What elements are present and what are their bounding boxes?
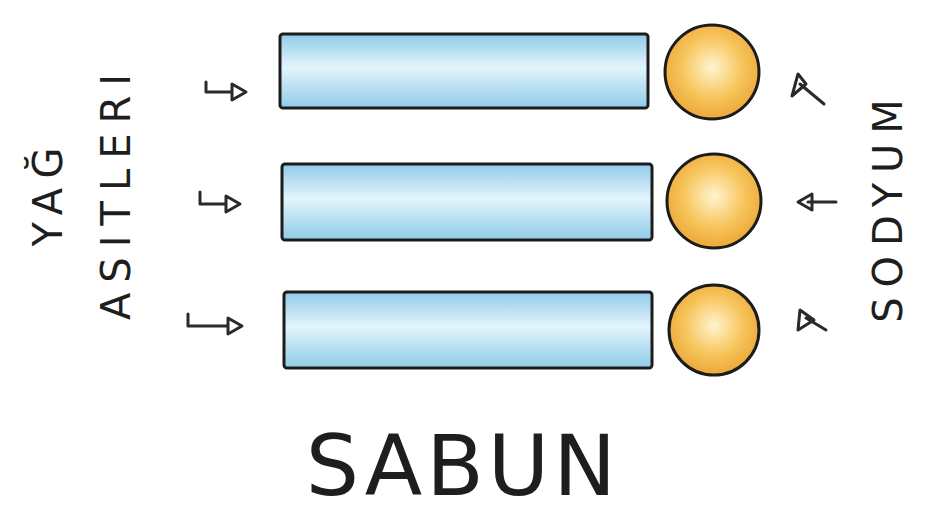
sodium-head (665, 25, 761, 375)
pointer-arrow (200, 192, 240, 212)
diagram-title: SABUN (306, 424, 620, 508)
fatty-acid-chain (280, 34, 648, 108)
sodium-head (665, 25, 759, 119)
fatty-acids-label: YAĞ ASITLERI (14, 64, 150, 320)
pointer-arrow (798, 194, 836, 210)
fatty-acid-chain (280, 34, 652, 368)
fatty-acid-chain (284, 292, 652, 368)
pointer-arrow (792, 74, 824, 104)
sodium-head (669, 285, 759, 375)
pointer-arrow (206, 82, 246, 100)
sodium-head (667, 154, 761, 248)
pointer-arrow (798, 310, 826, 330)
pointer-arrow (188, 314, 242, 334)
sodium-label: SODYUM (854, 89, 922, 323)
fatty-acid-chain (282, 164, 652, 240)
pointer-arrow (188, 74, 836, 334)
